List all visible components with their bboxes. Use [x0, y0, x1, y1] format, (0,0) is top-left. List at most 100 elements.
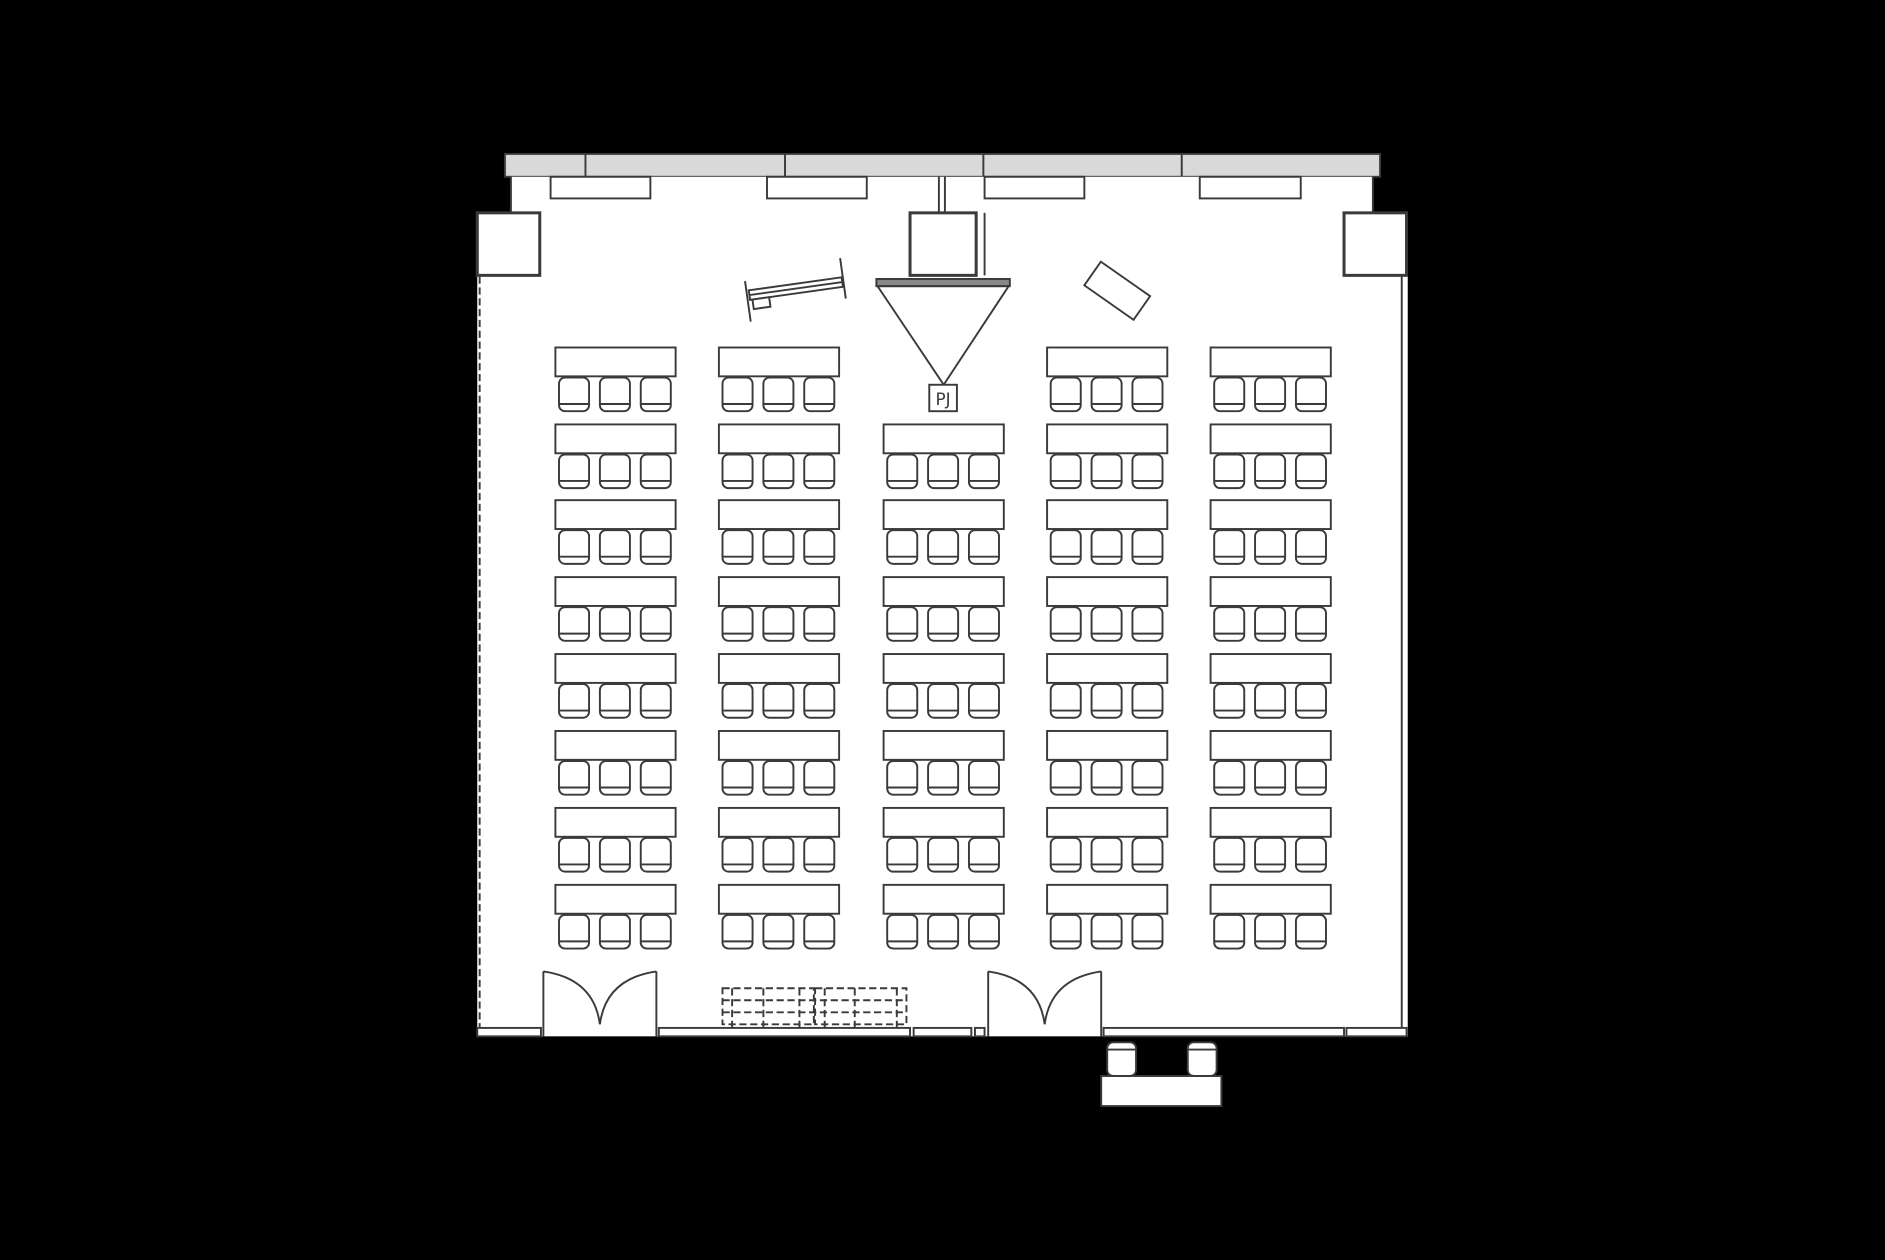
chair	[639, 683, 672, 719]
desk-group	[717, 806, 841, 873]
chair	[558, 837, 591, 873]
chair	[721, 529, 754, 565]
desk-group	[717, 346, 841, 413]
chair	[598, 837, 631, 873]
chair	[1131, 837, 1164, 873]
chair	[1213, 376, 1246, 413]
bottom-wall	[476, 1026, 1408, 1038]
chair	[762, 683, 795, 719]
chair	[1213, 913, 1246, 950]
chair	[762, 606, 795, 642]
desk	[882, 423, 1005, 455]
chair	[886, 606, 919, 642]
desk-group	[1209, 730, 1332, 796]
desk-group	[717, 730, 841, 796]
chair	[598, 683, 631, 719]
chair	[803, 453, 836, 490]
desk	[1046, 653, 1169, 684]
chair	[639, 376, 672, 413]
chair	[803, 529, 836, 565]
desk	[882, 730, 1005, 761]
desk	[1046, 730, 1169, 761]
chair	[1213, 683, 1246, 719]
chair	[721, 837, 754, 873]
chair	[639, 606, 672, 642]
projector-label: PJ	[936, 389, 951, 409]
chair	[1090, 683, 1123, 719]
chair	[1049, 913, 1082, 950]
chair	[886, 760, 919, 796]
desk-group	[717, 576, 841, 642]
desk-group	[1209, 653, 1332, 719]
desk-group	[554, 499, 677, 565]
chair	[1294, 837, 1327, 873]
desk-group	[554, 423, 677, 490]
chair	[1186, 1041, 1218, 1077]
chair	[1131, 760, 1164, 796]
desk-group	[882, 730, 1005, 796]
desk-group	[1046, 883, 1169, 950]
chair	[1294, 606, 1327, 642]
double-door-right[interactable]	[987, 970, 1103, 1037]
side-table	[1082, 260, 1152, 322]
chair	[886, 913, 919, 950]
chair	[1131, 376, 1164, 413]
desk	[554, 499, 677, 530]
chair	[1090, 453, 1123, 490]
desk-group	[717, 653, 841, 719]
desk-group	[1046, 653, 1169, 719]
chair	[1131, 913, 1164, 950]
chair	[1049, 760, 1082, 796]
chair	[598, 529, 631, 565]
chair	[558, 453, 591, 490]
chair	[639, 453, 672, 490]
chair	[967, 760, 1000, 796]
desk-grid	[554, 346, 1332, 950]
desk-group	[1046, 423, 1169, 490]
desk	[717, 576, 841, 607]
chair	[762, 453, 795, 490]
projection-screen	[875, 278, 1011, 387]
chair	[598, 760, 631, 796]
desk	[1046, 806, 1169, 838]
chair	[927, 913, 960, 950]
chair	[1131, 683, 1164, 719]
desk	[1209, 883, 1332, 915]
chair	[803, 376, 836, 413]
desk-group	[1046, 499, 1169, 565]
chair	[1090, 606, 1123, 642]
chair	[598, 376, 631, 413]
window-band	[503, 152, 1382, 178]
desk	[882, 883, 1005, 915]
chair	[1254, 913, 1287, 950]
double-door-left[interactable]	[542, 970, 658, 1037]
chair	[803, 683, 836, 719]
desk-group	[717, 423, 841, 490]
desk-group	[554, 730, 677, 796]
chair	[762, 837, 795, 873]
chair	[598, 913, 631, 950]
desk-group	[1209, 576, 1332, 642]
desk	[554, 576, 677, 607]
chair	[886, 529, 919, 565]
chair	[1254, 376, 1287, 413]
chair	[927, 760, 960, 796]
desk-group	[1046, 806, 1169, 873]
chair	[558, 376, 591, 413]
desk	[554, 806, 677, 838]
desk-group	[882, 423, 1005, 490]
desk-group	[554, 806, 677, 873]
projector: PJ	[928, 383, 958, 413]
desk-group	[554, 653, 677, 719]
chair	[1090, 760, 1123, 796]
desk-group	[882, 499, 1005, 565]
column-center	[908, 211, 978, 277]
desk-group	[717, 883, 841, 950]
chair	[1213, 453, 1246, 490]
chair	[1049, 376, 1082, 413]
desk	[1046, 499, 1169, 530]
desk-group	[554, 576, 677, 642]
chair	[1090, 913, 1123, 950]
chair	[1090, 837, 1123, 873]
